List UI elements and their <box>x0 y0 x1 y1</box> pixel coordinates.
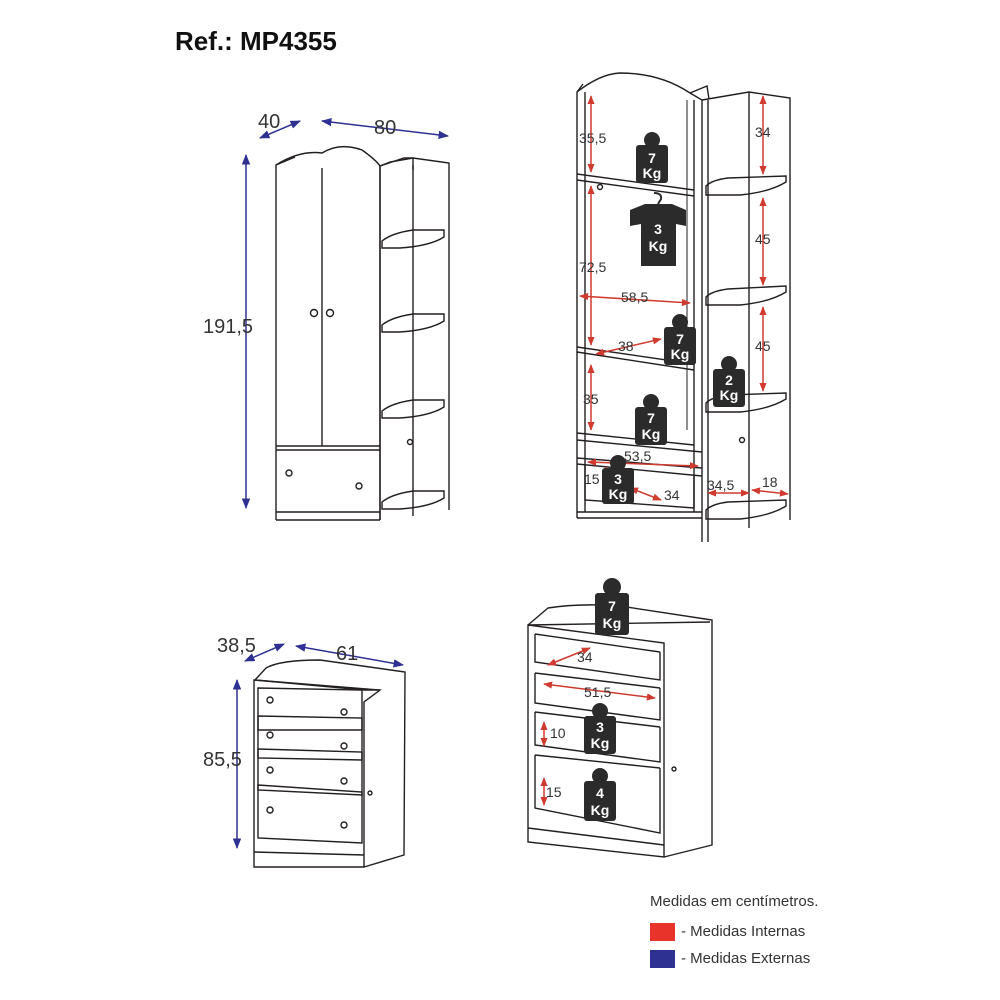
legend-label-internal: - Medidas Internas <box>681 923 806 940</box>
weight-icon-side-shelf: 2 Kg <box>713 356 745 407</box>
chest-external-dimensions <box>232 643 405 850</box>
wardrobe-side-depth-label: 34,5 <box>707 477 734 493</box>
wardrobe-closed <box>275 145 450 521</box>
chest-closed <box>253 659 406 868</box>
weight-icon-chest-top: 7 Kg <box>595 578 629 635</box>
weight-icon-drawer: 3 Kg <box>602 455 634 504</box>
weight-side-shelf-value: 2 <box>725 372 733 388</box>
weight-drawer-value: 3 <box>614 471 622 487</box>
wardrobe-hanging-height-label: 72,5 <box>579 259 606 275</box>
wardrobe-width-label: 80 <box>374 117 396 139</box>
wardrobe-internal-dimensions <box>579 95 789 501</box>
wardrobe-drawer-height-label: 15 <box>584 471 600 487</box>
chest-open <box>527 604 713 858</box>
weight-icon-chest-large-drawer: 4 Kg <box>584 768 616 821</box>
chest-depth-label: 38,5 <box>217 635 256 657</box>
wardrobe-side-top-height-label: 34 <box>755 124 771 140</box>
weight-mid-shelf-value: 7 <box>676 331 684 347</box>
legend-item-external: - Medidas Externas <box>650 948 818 969</box>
weight-chest-top-value: 7 <box>608 598 616 614</box>
weight-rail-value: 3 <box>654 221 662 237</box>
weight-side-shelf-unit: Kg <box>720 387 739 403</box>
weight-top-shelf-unit: Kg <box>643 165 662 181</box>
chest-height-label: 85,5 <box>203 749 242 771</box>
weight-drawer-unit: Kg <box>609 486 628 502</box>
legend-swatch-internal <box>650 922 675 941</box>
chest-drawer-depth-label: 34 <box>577 649 593 665</box>
chest-internal-dimensions <box>540 647 656 806</box>
weight-bottom-shelf-unit: Kg <box>642 426 661 442</box>
wardrobe-drawer-width-label: 53,5 <box>624 448 651 464</box>
weight-chest-top-unit: Kg <box>603 615 622 631</box>
weight-bottom-shelf-value: 7 <box>647 410 655 426</box>
legend-label-external: - Medidas Externas <box>681 950 811 967</box>
weight-icon-top-shelf: 7 Kg <box>636 132 668 183</box>
weight-icon-rail: 3 Kg <box>630 192 686 266</box>
wardrobe-shelf-depth-label: 38 <box>618 338 634 354</box>
weight-chest-large-drawer-value: 4 <box>596 785 604 801</box>
wardrobe-lower-height-label: 35 <box>583 391 599 407</box>
weight-icon-chest-small-drawer: 3 Kg <box>584 703 616 754</box>
chest-drawer-width-label: 51,5 <box>584 684 611 700</box>
chest-small-drawer-height-label: 10 <box>550 725 566 741</box>
wardrobe-top-height-label: 35,5 <box>579 130 606 146</box>
wardrobe-open <box>576 72 791 542</box>
chest-width-label: 61 <box>336 643 358 665</box>
weight-mid-shelf-unit: Kg <box>671 346 690 362</box>
wardrobe-depth-label: 40 <box>258 111 280 133</box>
wardrobe-height-label: 191,5 <box>203 316 253 338</box>
reference-title: Ref.: MP4355 <box>175 26 337 56</box>
legend-swatch-external <box>650 949 675 968</box>
weight-chest-small-drawer-value: 3 <box>596 719 604 735</box>
wardrobe-external-dimensions <box>241 117 450 510</box>
wardrobe-inner-width-label: 58,5 <box>621 289 648 305</box>
legend: Medidas em centímetros. - Medidas Intern… <box>650 893 818 975</box>
weight-chest-large-drawer-unit: Kg <box>591 802 610 818</box>
wardrobe-side-width-label: 18 <box>762 474 778 490</box>
wardrobe-side-mid-height-label: 45 <box>755 231 771 247</box>
wardrobe-drawer-depth-label: 34 <box>664 487 680 503</box>
wardrobe-side-low-height-label: 45 <box>755 338 771 354</box>
legend-note: Medidas em centímetros. <box>650 893 819 910</box>
chest-large-drawer-height-label: 15 <box>546 784 562 800</box>
weight-icon-bottom-shelf: 7 Kg <box>635 394 667 445</box>
weight-icon-mid-shelf: 7 Kg <box>664 314 696 365</box>
weight-top-shelf-value: 7 <box>648 150 656 166</box>
legend-item-internal: - Medidas Internas <box>650 921 818 942</box>
weight-chest-small-drawer-unit: Kg <box>591 735 610 751</box>
weight-rail-unit: Kg <box>649 238 668 254</box>
